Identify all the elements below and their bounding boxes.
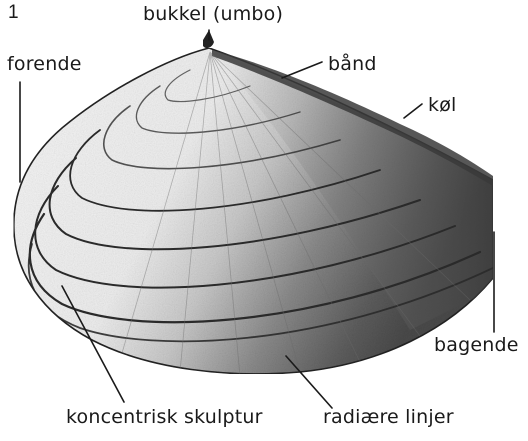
- figure-number: 1: [8, 3, 19, 22]
- keel-label: køl: [428, 96, 457, 115]
- shell: [14, 30, 493, 376]
- umbo-label: bukkel (umbo): [143, 5, 283, 24]
- ligament-leader: [282, 62, 322, 78]
- ligament-label: bånd: [328, 55, 377, 74]
- concentric-sculpture-label: koncentrisk skulptur: [66, 408, 263, 427]
- radial-lines-label: radiære linjer: [323, 408, 454, 427]
- posterior-label: bagende: [434, 336, 519, 355]
- anterior-label: forende: [7, 55, 82, 74]
- keel-leader: [404, 104, 422, 118]
